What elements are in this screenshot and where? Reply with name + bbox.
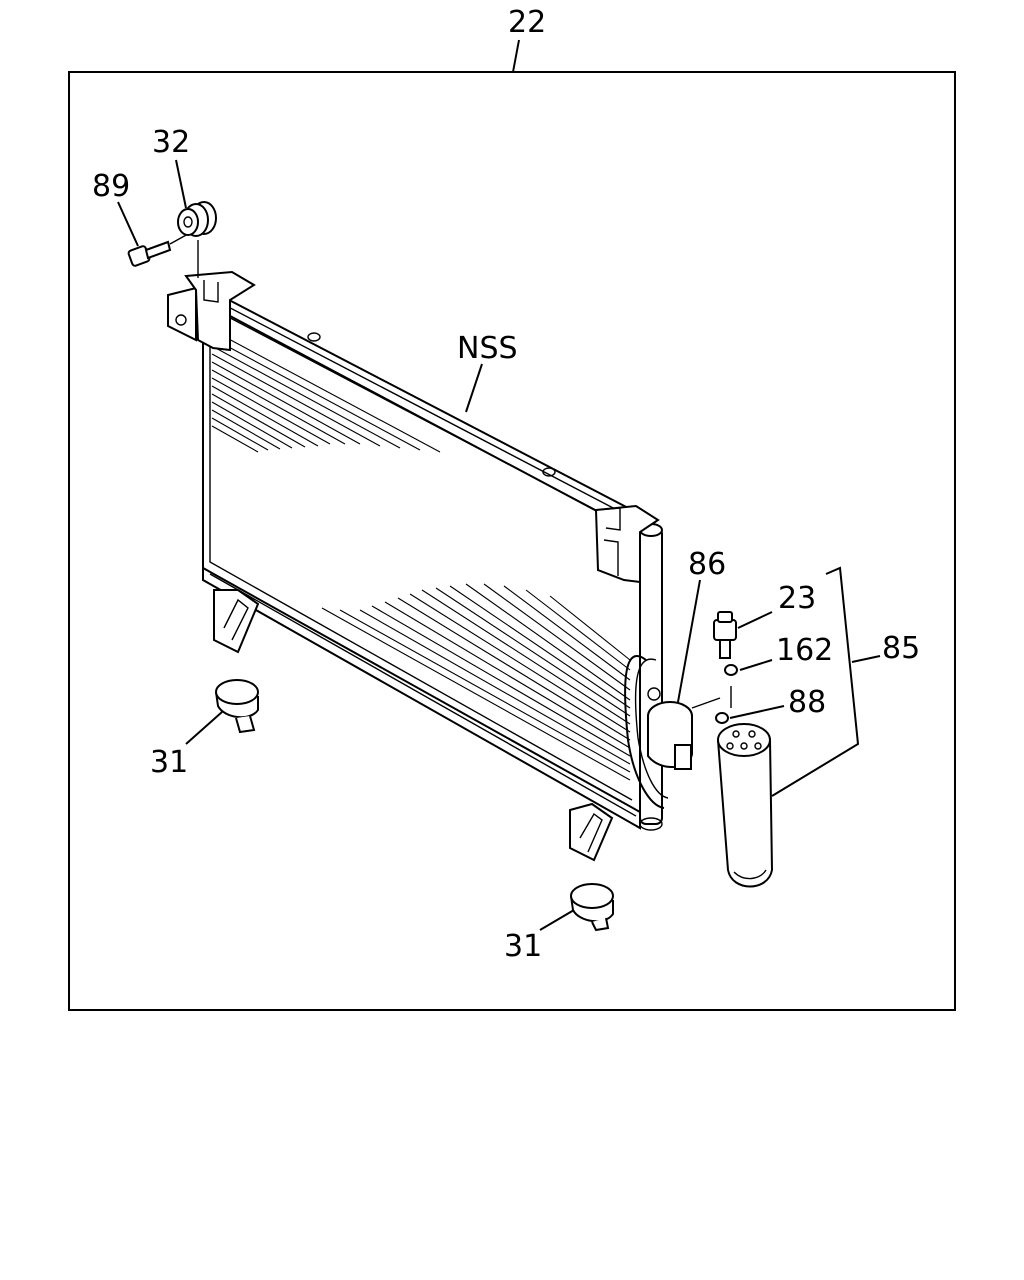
leader-89 [117, 201, 139, 247]
receiver-drier [716, 723, 774, 888]
condenser-bottom-right-leg [569, 802, 614, 862]
refrigerant-pipe-inner [634, 658, 669, 799]
leader-31-right [539, 909, 575, 931]
label-23[interactable]: 23 [778, 581, 816, 616]
drier-pipe-link [691, 697, 721, 709]
leader-86 [677, 579, 701, 703]
refrigerant-pipe [624, 655, 665, 809]
leader-32 [175, 159, 187, 209]
o-ring-88 [715, 712, 729, 724]
grommet [177, 201, 217, 237]
condenser-fins-upper [211, 329, 441, 453]
label-31-left[interactable]: 31 [150, 745, 188, 780]
leader-85 [851, 655, 881, 663]
label-31-right[interactable]: 31 [504, 929, 542, 964]
leader-85-brace [771, 566, 860, 797]
o-ring-162 [724, 664, 738, 676]
pressure-switch [713, 611, 737, 659]
condenser-core [198, 286, 657, 830]
leader-nss [465, 363, 483, 413]
label-162[interactable]: 162 [776, 633, 833, 668]
condenser-top-right-bracket [594, 504, 660, 584]
drier-bracket [647, 687, 693, 770]
condenser-fins-lower [321, 583, 631, 781]
assembly-frame [68, 71, 956, 1011]
leader-162 [739, 659, 773, 671]
label-86[interactable]: 86 [688, 547, 726, 582]
condenser-right-tank [639, 523, 663, 831]
leader-88 [729, 705, 785, 719]
rubber-mount-left [215, 679, 259, 734]
label-85[interactable]: 85 [882, 631, 920, 666]
leader-23 [737, 611, 773, 629]
leader-31-left [185, 711, 223, 745]
bolt [127, 240, 172, 267]
bolt-axis-line [169, 233, 189, 245]
label-88[interactable]: 88 [788, 685, 826, 720]
rubber-mount-right [570, 883, 614, 932]
label-89[interactable]: 89 [92, 169, 130, 204]
leader-22 [512, 39, 520, 73]
label-nss[interactable]: NSS [457, 331, 518, 366]
label-32[interactable]: 32 [152, 125, 190, 160]
condenser-top-left-bracket [167, 270, 256, 352]
condenser-bottom-left-leg [213, 589, 260, 654]
label-22[interactable]: 22 [508, 5, 546, 40]
